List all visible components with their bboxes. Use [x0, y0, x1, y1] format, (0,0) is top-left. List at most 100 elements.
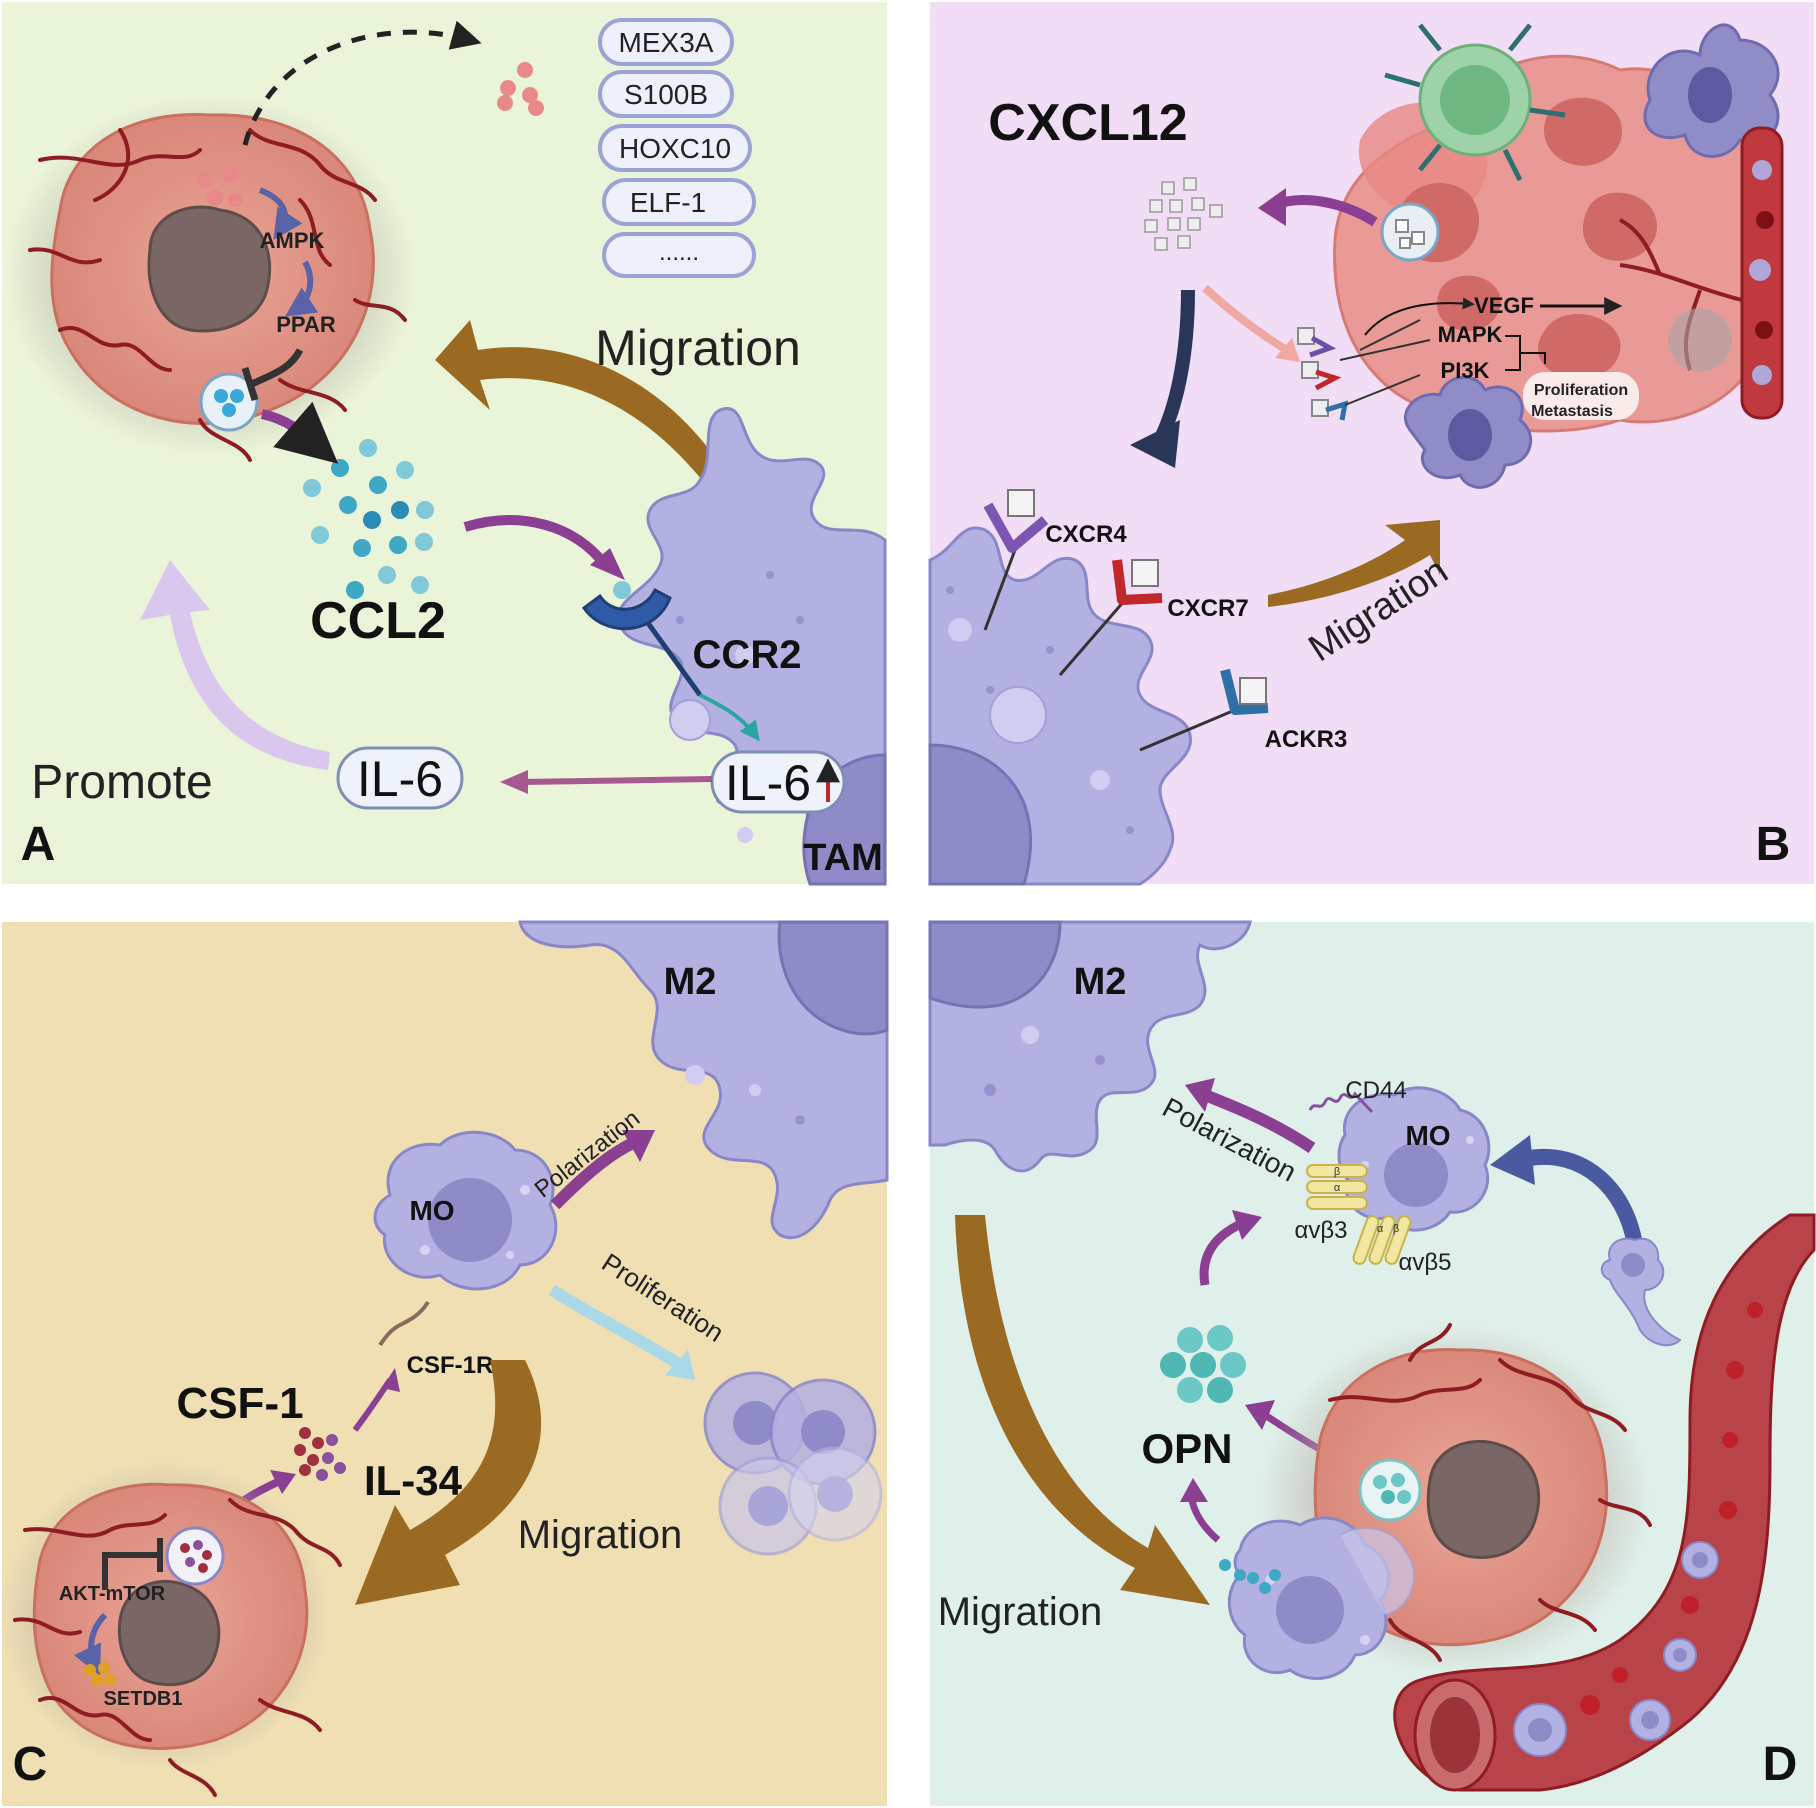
avb5-label: αvβ5 [1398, 1249, 1451, 1276]
migration-arrow-a [435, 320, 730, 490]
gene-tag-1: S100B [624, 79, 708, 110]
gene-tag-list: MEX3A S100B HOXC10 ELF-1 ...... [598, 18, 756, 278]
migration-arrow-b [1268, 520, 1440, 607]
tumor-receptors [1297, 319, 1431, 421]
tumor-cell-a [5, 95, 415, 462]
promote-label: Promote [31, 756, 212, 809]
pathway-bracket [1505, 335, 1546, 371]
integrin-avb3: β α [1306, 1164, 1368, 1210]
migration-arrow-c [355, 1360, 542, 1605]
proliferation-label-b: Proliferation [1534, 382, 1628, 399]
il6-secretion-arrow [521, 776, 713, 785]
cxcl12-vesicle [1380, 202, 1440, 262]
panel-b: CXCL12 VEGF MAPK PI3K Proliferation Meta… [928, 23, 1791, 886]
gene-tag-4: ...... [659, 239, 699, 266]
panel-c: M2 MO Polarization Proliferation CSF- [0, 920, 889, 1797]
migration-arrow-d [955, 1215, 1210, 1605]
integrin-avb5: α β [1352, 1215, 1412, 1265]
gene-tag-2: HOXC10 [619, 133, 731, 164]
avb3-label: αvβ3 [1294, 1217, 1347, 1244]
panel-a-letter: A [21, 818, 56, 871]
m2-macrophage-d [928, 920, 1252, 1173]
cxcl12-label: CXCL12 [988, 94, 1187, 152]
metastasis-label-b: Metastasis [1531, 403, 1613, 420]
cxcr7-label: CXCR7 [1167, 595, 1248, 622]
migration-label-d: Migration [938, 1590, 1103, 1634]
secreted-factors-dots [497, 62, 544, 116]
tumor-cluster-b [1333, 54, 1781, 433]
recruitment-arrow-d [1528, 1148, 1643, 1247]
purple-arrow-vesicle-a [260, 401, 339, 464]
m2-macrophage-c [518, 920, 889, 1239]
beta-letter-avb3: β [1334, 1166, 1340, 1178]
ccl2-label: CCL2 [310, 592, 446, 650]
secretion-dashed-arrow [242, 20, 482, 146]
purple-arrow-ccl2 [463, 515, 609, 569]
blood-vessel-d [1393, 1213, 1816, 1792]
ligand-vesicle-c [165, 1526, 225, 1586]
tumor-cell-c [0, 1460, 342, 1797]
proliferation-arrow-c [548, 1284, 684, 1370]
il34-label: IL-34 [364, 1457, 463, 1504]
mo-label-c: MO [409, 1195, 454, 1226]
dendritic-cell-top-b [1643, 23, 1780, 158]
opn-to-mo-arrow [1199, 1217, 1247, 1286]
ampk-label: AMPK [260, 228, 325, 253]
il6-badge [336, 746, 464, 810]
m2-label-d: M2 [1074, 961, 1127, 1003]
akt-mtor-label: AKT-mTOR [59, 1583, 166, 1605]
dendritic-cell-bottom-b [1403, 375, 1533, 489]
mapk-label: MAPK [1438, 322, 1503, 347]
csf1-il34-ligands [294, 1427, 346, 1481]
blood-vessel-b [1619, 126, 1784, 420]
ccr2-signal-arrow [699, 693, 760, 742]
cxcr4-label: CXCR4 [1045, 521, 1127, 548]
ppar-label: PPAR [276, 312, 336, 337]
macrophage-cluster-d [1227, 1516, 1416, 1680]
ackr3-label: ACKR3 [1265, 726, 1348, 753]
panel-b-letter: B [1756, 818, 1791, 871]
extravasating-monocyte [1600, 1237, 1682, 1347]
polarization-arrow-d [1202, 1089, 1316, 1153]
il6-tam-label: IL-6 [725, 755, 811, 811]
panel-a: AMPK PPAR MEX3A S100B HOXC10 ELF-1 .....… [5, 18, 887, 886]
gene-tag-0: MEX3A [619, 27, 714, 58]
tam-macrophage-b [928, 526, 1192, 886]
cxcl12-ligands [1144, 177, 1223, 251]
vegf-label: VEGF [1474, 293, 1534, 318]
t-cell-b [1384, 23, 1566, 182]
opn-ligands [1160, 1325, 1246, 1403]
beta-letter-avb5: β [1393, 1223, 1399, 1235]
panel-c-letter: C [13, 1738, 48, 1791]
opn-label: OPN [1141, 1425, 1232, 1472]
opn-vesicle [1358, 1458, 1422, 1522]
cd44-receptor [1308, 1091, 1374, 1114]
cxcr7-receptor [1058, 559, 1163, 676]
monocyte-d [1337, 1086, 1491, 1232]
released-opn-dots [1219, 1559, 1281, 1594]
il6-label: IL-6 [357, 751, 443, 807]
blood-cells-d [1513, 1302, 1763, 1757]
mo-label-d: MO [1405, 1120, 1450, 1151]
monocyte-c [373, 1130, 558, 1291]
migration-label-a: Migration [595, 320, 801, 376]
proliferation-metastasis-box [1523, 372, 1639, 420]
proliferating-macrophages [703, 1371, 883, 1556]
promote-arrow [140, 560, 330, 770]
ackr3-receptor [1139, 668, 1269, 752]
alpha-letter-avb3: α [1334, 1182, 1341, 1194]
csf1r-receptor [378, 1300, 430, 1347]
alpha-letter-avb5: α [1377, 1223, 1384, 1235]
tam-label: TAM [803, 837, 883, 879]
ccr2-receptor [581, 581, 703, 697]
gene-tag-3: ELF-1 [630, 187, 706, 218]
setdb1-label: SETDB1 [104, 1688, 183, 1710]
vegf-input-arrow [1364, 297, 1475, 336]
ccr2-label: CCR2 [693, 633, 802, 677]
cd44-label: CD44 [1345, 1077, 1406, 1104]
m2-label-c: M2 [664, 961, 717, 1003]
cxcr4-receptor [983, 489, 1049, 631]
csf1r-label: CSF-1R [407, 1352, 494, 1379]
panel-d-letter: D [1763, 1738, 1798, 1791]
